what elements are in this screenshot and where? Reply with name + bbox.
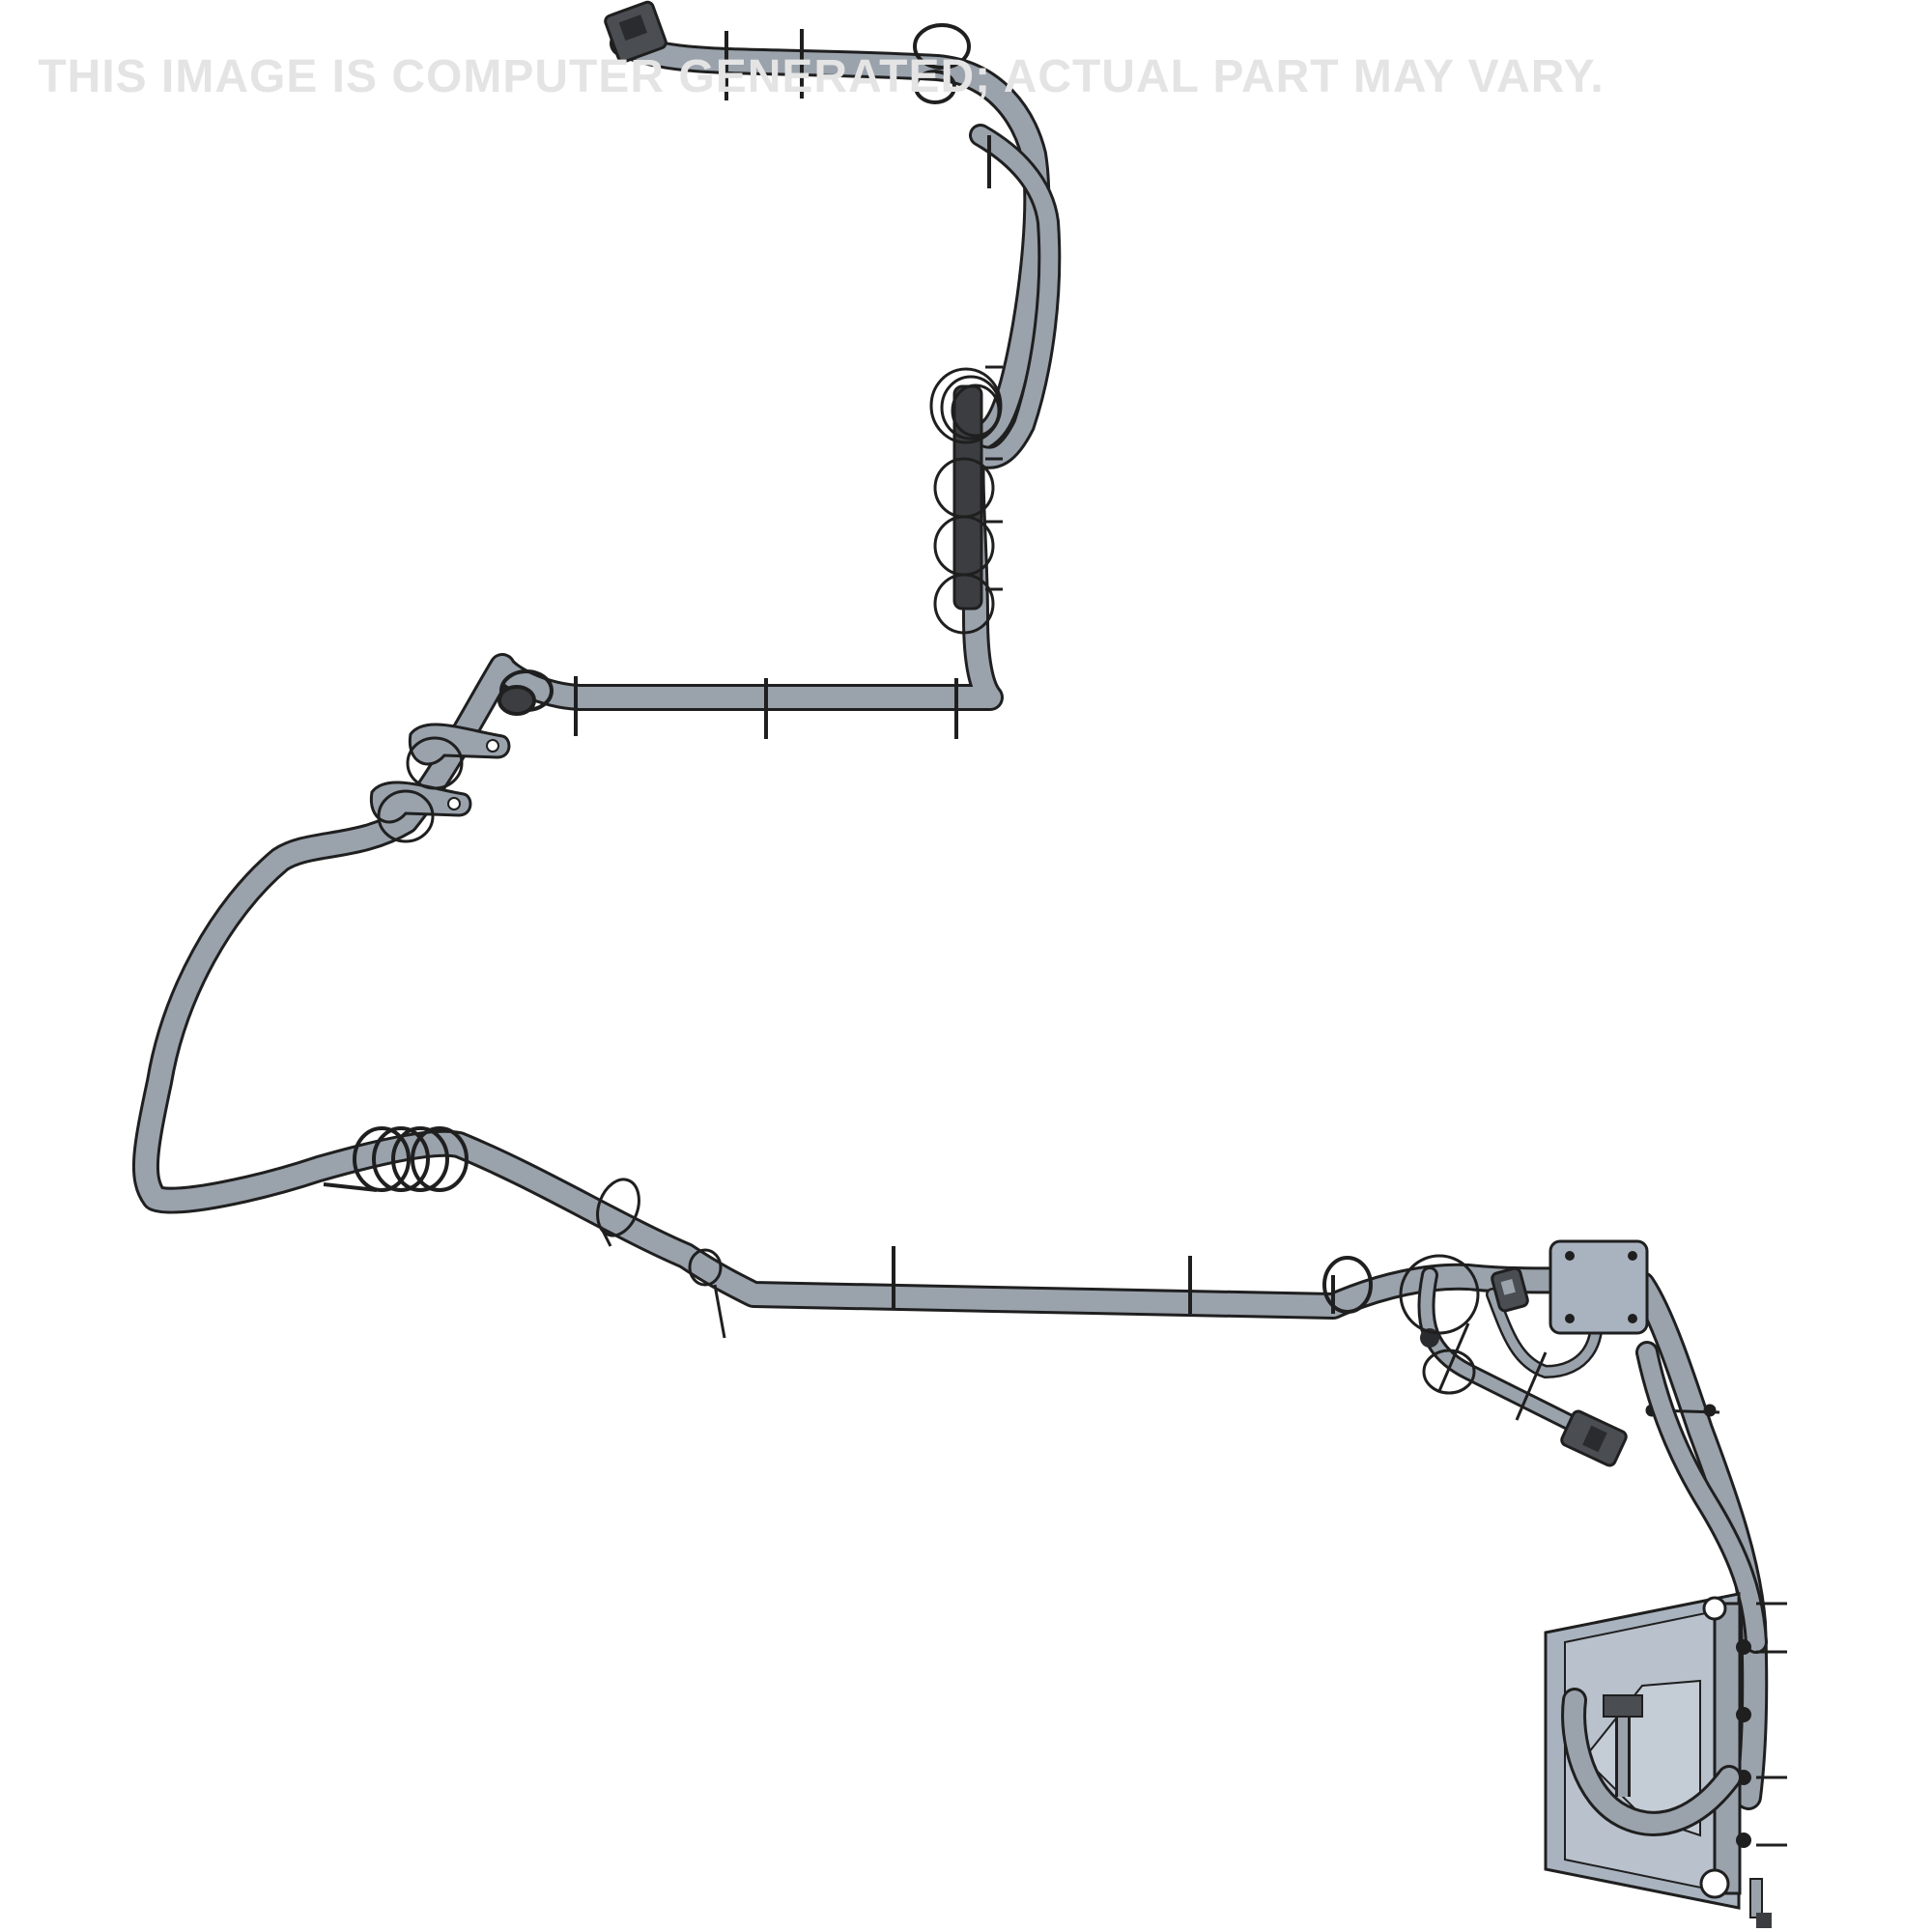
cable-ties-lower-horizontal (892, 1246, 1373, 1314)
cable-ties-mid-horizontal (497, 669, 958, 739)
parallel-cable-lower-right (1635, 1341, 1768, 1654)
main-harness-cable (131, 30, 1769, 1810)
branch-cable-right (1399, 1254, 1604, 1438)
mounting-plate-upper-right (1548, 1239, 1649, 1335)
connector-right (1560, 1409, 1628, 1467)
loop-clamps-vertical (929, 365, 1003, 635)
cable-ties-top (724, 23, 991, 188)
cable-loop-in-bracket (1561, 1688, 1742, 1836)
coil-clamp-left (323, 1126, 469, 1192)
connector-branch-small (1491, 1266, 1529, 1313)
p-clamps-diagonal (369, 723, 511, 843)
loop-ties-lower-diagonal (596, 1178, 726, 1339)
secondary-cable-upper (964, 124, 1062, 469)
connector-top-left (604, 0, 668, 64)
